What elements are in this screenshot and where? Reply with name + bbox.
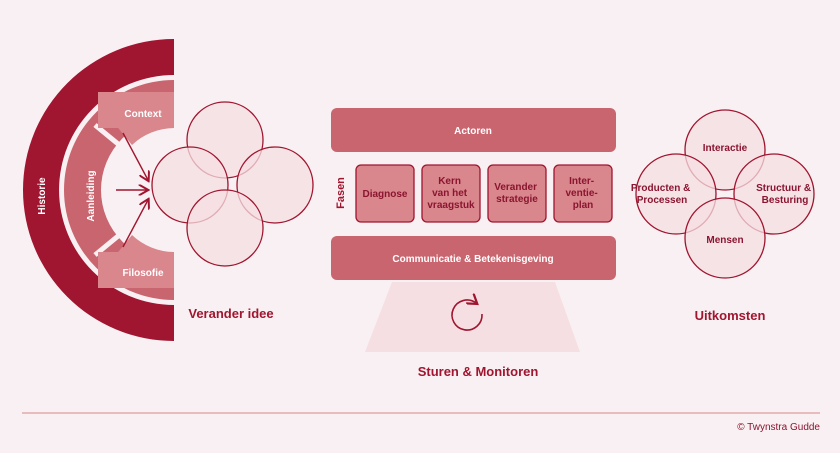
arrow — [122, 200, 148, 248]
monitoring-trapezoid — [365, 282, 580, 352]
phase-box — [355, 164, 415, 223]
phase-diagnose-label: Diagnose — [362, 189, 407, 200]
phase-interventieplan-label: Inter- ventie- plan — [565, 176, 600, 211]
communicatie-label: Communicatie & Betekenisgeving — [392, 254, 553, 265]
context-rings — [23, 39, 176, 341]
context-block — [98, 92, 174, 128]
aanleiding-ring — [64, 80, 174, 300]
filosofie-label: Filosofie — [122, 268, 164, 279]
outcome-circle-mensen — [684, 197, 766, 279]
convergence-arrows — [116, 132, 148, 248]
phase-labels: Diagnose Kern van het vraagstuk Verander… — [362, 176, 600, 211]
structuur-label: Structuur & Besturing — [756, 183, 814, 206]
sturen-monitoren-caption: Sturen & Monitoren — [418, 364, 539, 379]
historie-ring — [23, 39, 174, 341]
phase-box — [421, 164, 481, 223]
phase-box — [553, 164, 613, 223]
historie-label: Historie — [37, 177, 48, 215]
phase-boxes — [355, 164, 613, 223]
actoren-label: Actoren — [454, 126, 492, 137]
communicatie-bar — [331, 236, 616, 280]
phase-box — [487, 164, 547, 223]
uitkomsten-caption: Uitkomsten — [695, 308, 766, 323]
mensen-label: Mensen — [706, 235, 743, 246]
context-label: Context — [124, 109, 162, 120]
copyright-text: © Twynstra Gudde — [737, 422, 820, 433]
cycle-arrow-icon — [451, 300, 483, 331]
fasen-label: Fasen — [335, 177, 347, 209]
arrow — [122, 132, 148, 180]
idea-circle — [236, 146, 314, 224]
idea-circles — [151, 101, 314, 267]
producten-label: Producten & Processen — [631, 183, 693, 206]
idea-circle — [186, 189, 264, 267]
phase-strategie-label: Verander strategie — [494, 182, 540, 205]
filosofie-block — [98, 252, 174, 288]
aanleiding-label: Aanleiding — [86, 170, 97, 221]
actoren-bar — [331, 108, 616, 152]
phase-kern-label: Kern van het vraagstuk — [427, 176, 475, 211]
verander-idee-caption: Verander idee — [188, 306, 273, 321]
outcome-circles — [635, 109, 815, 279]
interactie-label: Interactie — [703, 143, 748, 154]
